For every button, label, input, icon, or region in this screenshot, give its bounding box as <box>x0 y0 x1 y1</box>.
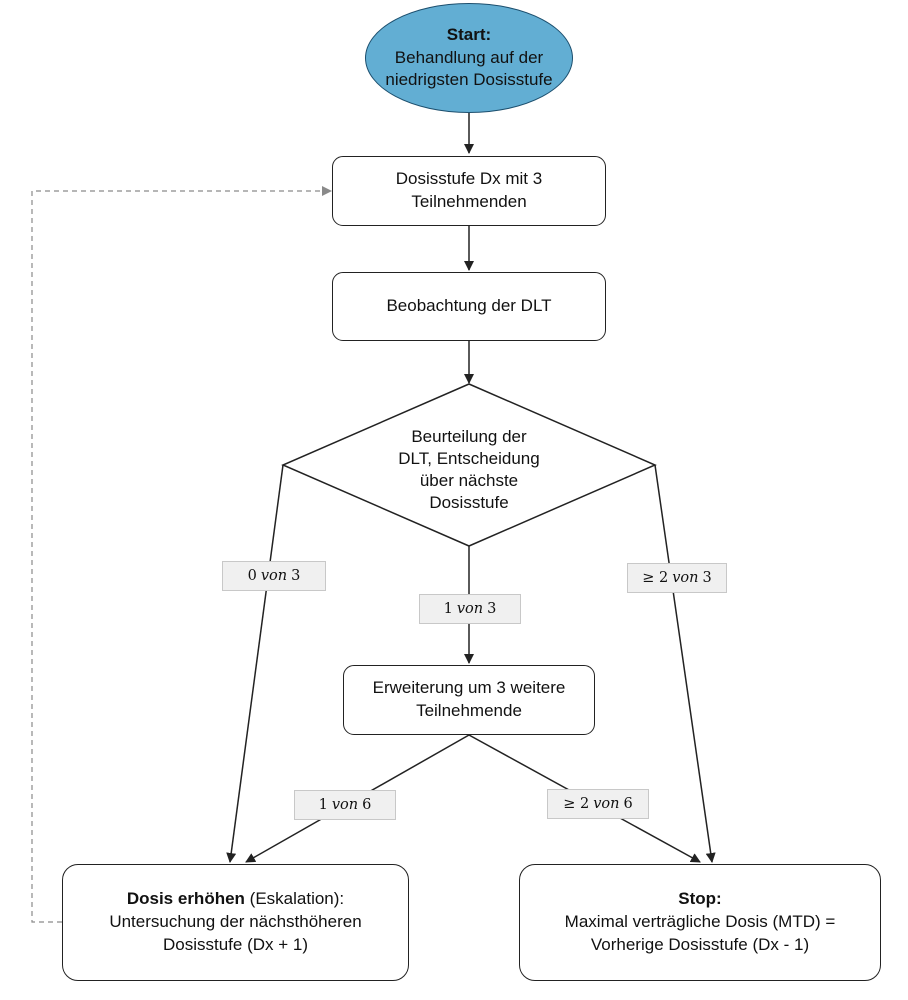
start-line-1: Behandlung auf der <box>394 47 544 67</box>
stop-line-1: Maximal verträgliche Dosis (MTD) = <box>564 912 836 932</box>
expand-line-2: Teilnehmende <box>416 701 522 720</box>
observe-dlt-node: Beobachtung der DLT <box>332 272 606 341</box>
edge-decision-to-escalate <box>226 464 284 863</box>
decision-node: Beurteilung der DLT, Entscheidung über n… <box>369 420 569 520</box>
escalate-title-rest: (Eskalation): <box>244 889 345 909</box>
dose-level-line-1: Dosisstufe Dx mit 3 <box>395 169 543 189</box>
decision-line-2: DLT, Entscheidung <box>398 448 540 468</box>
escalate-line-2: Dosisstufe (Dx + 1) <box>162 934 308 954</box>
stop-title-colon: : <box>716 889 722 909</box>
edge-decision-to-stop <box>654 464 716 863</box>
escalate-line-1: Untersuchung der nächsthöheren <box>109 912 362 932</box>
observe-line-1: Beobachtung der DLT <box>386 296 552 316</box>
stop-node: Stop: Maximal verträgliche Dosis (MTD) =… <box>519 864 881 981</box>
edge-escalate-loop-back <box>31 186 332 923</box>
stop-title: Stop <box>678 889 717 909</box>
expand-node: Erweiterung um 3 weitere Teilnehmende <box>343 665 595 735</box>
decision-line-3: über nächste <box>419 471 519 490</box>
start-title: Start <box>446 24 486 44</box>
escalate-title: Dosis erhöhen <box>126 889 245 909</box>
escalate-node: Dosis erhöhen (Eskalation): Untersuchung… <box>62 864 409 981</box>
start-node: Start: Behandlung auf der niedrigsten Do… <box>365 3 573 113</box>
decision-line-4: Dosisstufe <box>429 493 509 513</box>
dose-level-node: Dosisstufe Dx mit 3 Teilnehmenden <box>332 156 606 226</box>
stop-line-2: Vorherige Dosisstufe (Dx - 1) <box>590 934 810 954</box>
start-title-colon: : <box>485 24 492 44</box>
expand-line-1: Erweiterung um 3 weitere <box>372 678 566 698</box>
decision-line-1: Beurteilung der <box>411 426 527 446</box>
start-line-2: niedrigsten Dosisstufe <box>385 70 553 90</box>
dose-level-line-2: Teilnehmenden <box>411 192 527 211</box>
